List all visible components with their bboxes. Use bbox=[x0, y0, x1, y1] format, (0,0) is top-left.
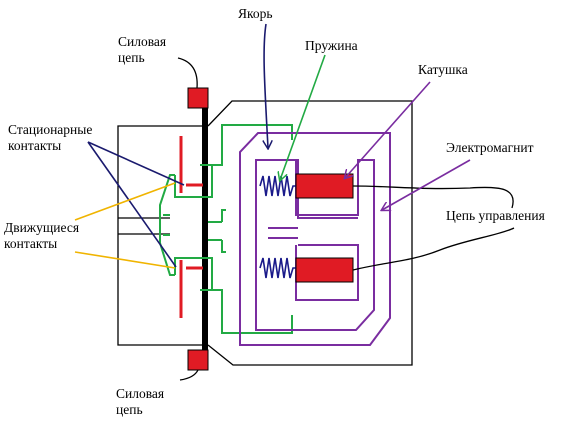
moving-pointer-1 bbox=[74, 182, 176, 221]
housing-frame bbox=[117, 100, 413, 366]
spring-bottom bbox=[259, 257, 296, 279]
stationary-pointer-2 bbox=[87, 141, 177, 268]
moving-contacts-line1: Движущиеся bbox=[4, 220, 80, 235]
power-circuit-top-line2: цепь bbox=[118, 50, 145, 65]
spring-top bbox=[259, 175, 296, 197]
electromagnet-pointer bbox=[382, 159, 471, 210]
power-busbar bbox=[202, 108, 208, 352]
power-circuit-bottom-line1: Силовая bbox=[116, 386, 165, 401]
moving-contacts-line2: контакты bbox=[4, 236, 58, 251]
armature bbox=[159, 124, 293, 334]
spring-label: Пружина bbox=[305, 38, 358, 53]
armature-label: Якорь bbox=[238, 6, 273, 21]
power-circuit-bottom-label: Силовая цепь bbox=[116, 386, 164, 418]
power-circuit-bottom-line2: цепь bbox=[116, 402, 143, 417]
power-pointer-top bbox=[177, 57, 198, 89]
moving-pointer-2 bbox=[74, 251, 176, 269]
stationary-pointer-1 bbox=[87, 141, 185, 186]
electromagnet-label: Электромагнит bbox=[446, 140, 534, 155]
armature-pointer bbox=[264, 23, 268, 148]
power-circuit-top-line1: Силовая bbox=[118, 34, 167, 49]
control-circuit-label: Цепь управления bbox=[446, 208, 545, 223]
power-pointer-bottom bbox=[179, 369, 199, 381]
control-wire-top bbox=[352, 185, 514, 209]
stationary-contacts-label: Стационарные контакты bbox=[8, 122, 92, 154]
stationary-contacts-line2: контакты bbox=[8, 138, 62, 153]
power-terminal-top bbox=[187, 87, 209, 109]
power-terminal-bottom bbox=[187, 349, 209, 371]
coil-pointer bbox=[345, 81, 431, 178]
control-wire-bottom bbox=[352, 227, 515, 271]
power-circuit-top-label: Силовая цепь bbox=[118, 34, 166, 66]
spring-pointer bbox=[280, 54, 326, 180]
moving-contacts-label: Движущиеся контакты bbox=[4, 220, 79, 252]
coil-label: Катушка bbox=[418, 62, 468, 77]
electromagnet-core bbox=[239, 132, 391, 346]
coil-bottom bbox=[295, 257, 354, 283]
coil-top bbox=[295, 173, 354, 199]
stationary-contacts-line1: Стационарные bbox=[8, 122, 93, 137]
stationary-contacts bbox=[179, 136, 203, 318]
